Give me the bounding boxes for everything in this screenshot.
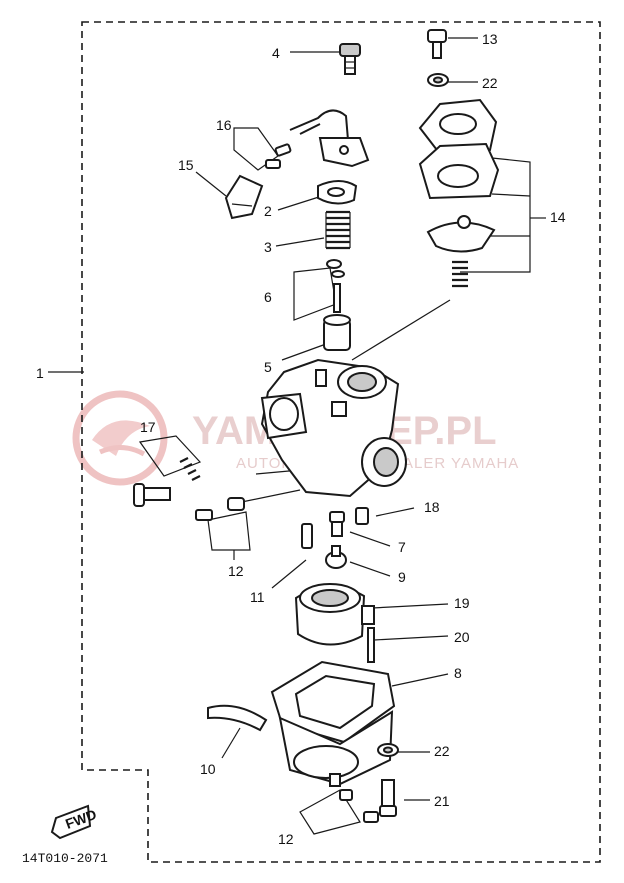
part-11-pilot-jet xyxy=(301,523,313,549)
part-9-nozzle xyxy=(325,545,347,569)
callout-1: 1 xyxy=(36,365,44,381)
callout-15: 15 xyxy=(178,157,194,173)
callout-20: 20 xyxy=(454,629,470,645)
part-2-gasket xyxy=(317,180,358,205)
diagram-code: 14T010-2071 xyxy=(22,851,108,866)
part-22-washer-bottom xyxy=(377,743,399,757)
callout-19: 19 xyxy=(454,595,470,611)
part-4-screw xyxy=(339,43,361,75)
part-16-screw xyxy=(265,143,292,169)
callout-labels: 4 13 22 16 15 2 14 3 6 5 1 17 18 7 12 9 … xyxy=(36,31,566,847)
callout-5: 5 xyxy=(264,359,272,375)
part-12-screw-set-upper xyxy=(195,497,245,521)
part-21-drain-screw xyxy=(379,779,397,817)
callout-13: 13 xyxy=(482,31,498,47)
assembly-border xyxy=(81,21,601,863)
part-float-chamber xyxy=(278,710,394,787)
part-12-screw-set-lower xyxy=(339,789,379,823)
part-1-carburetor-body xyxy=(260,358,407,498)
part-7-main-jet xyxy=(329,511,345,537)
forward-arrow-icon: FWD xyxy=(50,804,99,840)
part-22-washer-top xyxy=(427,73,449,87)
callout-12: 12 xyxy=(228,563,244,579)
part-13-screw xyxy=(427,29,447,59)
callout-17: 17 xyxy=(140,419,156,435)
part-18-jet xyxy=(355,507,369,525)
callout-14: 14 xyxy=(550,209,566,225)
part-17-pilot-screw xyxy=(133,457,201,507)
callout-2: 2 xyxy=(264,203,272,219)
callout-22: 22 xyxy=(482,75,498,91)
callout-9: 9 xyxy=(398,569,406,585)
part-10-drain-hose xyxy=(207,704,268,732)
callout-3: 3 xyxy=(264,239,272,255)
callout-12-lower: 12 xyxy=(278,831,294,847)
callout-7: 7 xyxy=(398,539,406,555)
part-8-float-chamber-gasket xyxy=(270,660,396,744)
part-6-needle-set xyxy=(326,259,345,313)
part-14-diaphragm-assembly xyxy=(418,98,500,288)
watermark-logo-icon xyxy=(72,390,168,486)
callout-6: 6 xyxy=(264,289,272,305)
part-15-cap xyxy=(224,174,264,220)
callout-16: 16 xyxy=(216,117,232,133)
callout-21: 21 xyxy=(434,793,450,809)
callout-4: 4 xyxy=(272,45,280,61)
part-19-float xyxy=(294,583,375,646)
part-starter-cover xyxy=(289,109,370,168)
part-20-float-pin xyxy=(367,627,375,663)
callout-22-lower: 22 xyxy=(434,743,450,759)
callout-10: 10 xyxy=(200,761,216,777)
callout-8: 8 xyxy=(454,665,462,681)
part-5-throttle-valve xyxy=(323,314,351,351)
callout-18: 18 xyxy=(424,499,440,515)
callout-11: 11 xyxy=(250,589,265,605)
part-3-spring xyxy=(325,210,351,250)
